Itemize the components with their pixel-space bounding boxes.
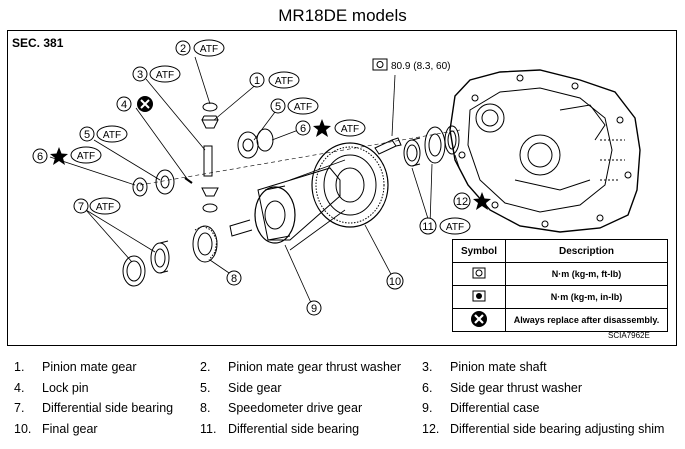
symbol-description: N·m (kg-m, in-lb) (505, 285, 668, 309)
diagram-frame (7, 30, 677, 346)
svg-text:2: 2 (180, 43, 186, 55)
page-title: MR18DE models (278, 6, 407, 25)
final-gear (311, 142, 389, 228)
svg-text:ATF: ATF (77, 151, 95, 162)
legend-item: 10.Final gear (14, 421, 98, 436)
svg-text:12: 12 (456, 196, 468, 208)
legend-item: 2.Pinion mate gear thrust washer (200, 360, 402, 374)
legend-item: 1.Pinion mate gear (14, 360, 137, 374)
svg-text:4: 4 (121, 99, 127, 111)
callout-8: 8 (226, 270, 242, 286)
section-label: SEC. 381 (12, 36, 64, 50)
figure-id: SCIA7962E (608, 331, 650, 340)
legend-item: 12.Differential side bearing adjusting s… (422, 421, 665, 436)
svg-text:ATF: ATF (156, 70, 174, 81)
callout-6-lower: 6 ATF (32, 146, 102, 165)
svg-text:80.9 (8.3, 60): 80.9 (8.3, 60) (391, 61, 450, 72)
legend-item: 3.Pinion mate shaft (422, 360, 547, 374)
final-gear-bolt (374, 137, 402, 155)
side-bearing-left (122, 240, 170, 287)
torque-nm-kgm-ftlb-icon (452, 262, 506, 286)
differential-case (229, 159, 346, 251)
svg-text:6: 6 (37, 151, 43, 163)
callout-3: 3 ATF (132, 65, 181, 83)
side-gear-upper (237, 128, 274, 159)
svg-text:10: 10 (389, 276, 401, 288)
callout-5-lower: 5 ATF (79, 125, 128, 143)
svg-text:ATF: ATF (294, 102, 312, 113)
legend-item: 8.Speedometer drive gear (200, 401, 363, 415)
side-bearing-right (403, 126, 446, 167)
speedometer-drive-gear (192, 225, 218, 263)
legend-item: 7.Differential side bearing (14, 401, 174, 415)
svg-text:8: 8 (231, 273, 237, 285)
svg-text:ATF: ATF (275, 76, 293, 87)
legend-item: 11.Differential side bearing (200, 421, 360, 436)
legend-item: 4.Lock pin (14, 380, 89, 395)
pinion-mate-gear-top (201, 119, 219, 129)
symbol-table: Symbol Description N·m (kg-m, ft-lb) N·m… (452, 239, 668, 332)
side-gear-lower (132, 169, 175, 197)
callout-2: 2 ATF (175, 39, 225, 57)
callout-4: 4 (116, 96, 153, 112)
pinion-mate-shaft (203, 145, 213, 177)
torque-spec-label: 80.9 (8.3, 60) (372, 58, 450, 72)
callout-10: 10 (386, 272, 404, 290)
svg-text:ATF: ATF (341, 124, 359, 135)
callout-7: 7 ATF (73, 197, 121, 215)
callout-1: 1 ATF (249, 71, 300, 89)
svg-text:7: 7 (78, 201, 84, 213)
pinion-mate-washer-top (202, 102, 218, 112)
svg-text:6: 6 (300, 123, 306, 135)
svg-text:5: 5 (84, 129, 90, 141)
svg-text:5: 5 (275, 101, 281, 113)
svg-text:ATF: ATF (446, 222, 464, 233)
symbol-description: N·m (kg-m, ft-lb) (505, 262, 668, 286)
legend-item: 5.Side gear (200, 380, 282, 395)
callout-9: 9 (306, 300, 322, 316)
svg-text:ATF: ATF (103, 130, 121, 141)
svg-text:3: 3 (137, 69, 143, 81)
description-header: Description (505, 239, 668, 263)
lock-pin (184, 177, 193, 184)
svg-text:9: 9 (311, 303, 317, 315)
svg-text:ATF: ATF (200, 44, 218, 55)
callout-6-upper: 6 ATF (295, 119, 366, 137)
legend-item: 9.Differential case (422, 401, 540, 415)
svg-text:ATF: ATF (96, 202, 114, 213)
symbol-description: Always replace after disassembly. (505, 308, 668, 332)
torque-nm-kgm-inlb-icon (452, 285, 506, 309)
callout-5-upper: 5 ATF (270, 97, 319, 115)
transaxle-case (449, 69, 641, 233)
svg-text:1: 1 (254, 75, 260, 87)
parts-legend: 1.Pinion mate gear 2.Pinion mate gear th… (14, 360, 684, 442)
svg-text:11: 11 (422, 221, 433, 233)
callout-11: 11 ATF (419, 217, 471, 235)
always-replace-icon (452, 308, 506, 332)
callouts: 1 ATF 2 ATF 3 ATF 4 5 ATF 5 ATF (32, 39, 491, 316)
callout-12: 12 (453, 192, 491, 210)
symbol-header: Symbol (452, 239, 506, 263)
legend-item: 6.Side gear thrust washer (422, 380, 583, 395)
